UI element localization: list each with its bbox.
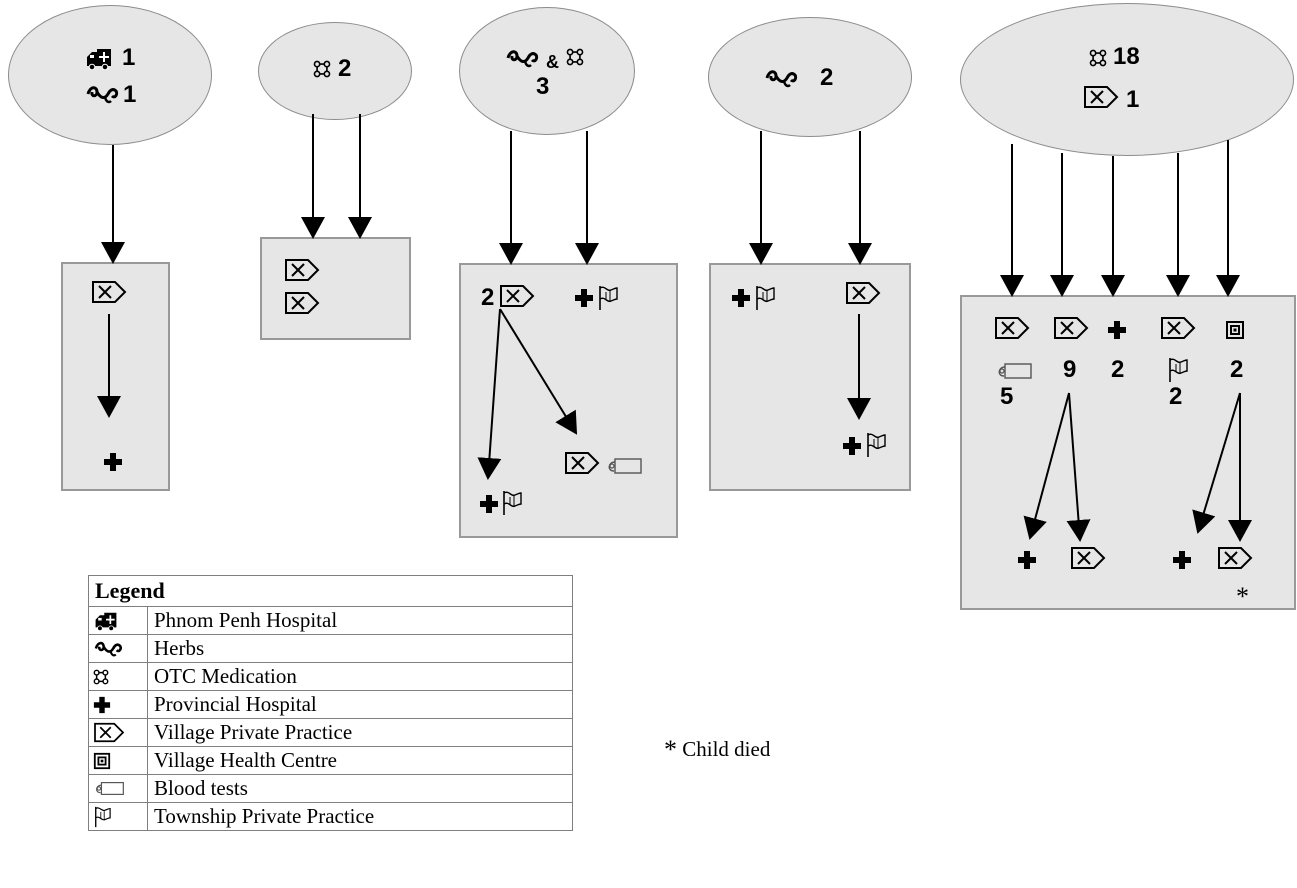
otc-medication-icon [1089,49,1107,67]
blood-tests-icon [605,456,643,476]
herbs-icon [85,83,119,105]
ellipse-count: 2 [820,64,834,91]
ellipse-ampersand: & [546,52,559,72]
legend-label: OTC Medication [147,662,573,691]
provincial-hospital-icon [1107,320,1127,340]
box-count: 2 [481,284,495,311]
cluster-2-box [260,237,411,340]
arrow [499,308,578,435]
herbs-icon [505,47,539,69]
village-health-centre-icon [93,752,111,770]
village-private-practice-icon [994,316,1030,340]
legend-row: Village Private Practice [88,718,573,747]
box-count: 2 [1230,356,1244,383]
child-died-marker: * [1236,582,1249,611]
legend-label: Blood tests [147,774,573,803]
otc-medication-icon [566,48,584,66]
provincial-hospital-icon [1172,550,1192,570]
legend-row: Township Private Practice [88,802,573,831]
box-count: 2 [1111,356,1125,383]
phnom-penh-hospital-icon [93,610,119,631]
blood-tests-icon [995,361,1033,381]
legend-row: Phnom Penh Hospital [88,606,573,635]
legend-row: Blood tests [88,774,573,803]
legend-label: Township Private Practice [147,802,573,831]
legend-label: Village Private Practice [147,718,573,747]
township-private-practice-icon [501,490,523,516]
cluster-3-box [459,263,678,538]
provincial-hospital-icon [574,288,594,308]
provincial-hospital-icon [93,696,111,714]
ellipse-count: 1 [122,44,136,71]
legend-title: Legend [88,575,573,607]
village-private-practice-icon [93,722,125,743]
legend-row: Village Health Centre [88,746,573,775]
village-private-practice-icon [91,280,127,304]
village-private-practice-icon [284,258,320,282]
herbs-icon [764,67,798,89]
cluster-4-ellipse [708,17,912,137]
village-private-practice-icon [1160,316,1196,340]
arrow [1066,392,1091,542]
cluster-2-ellipse [258,22,412,120]
legend-label: Herbs [147,634,573,663]
box-count: 9 [1063,356,1077,383]
village-private-practice-icon [1053,316,1089,340]
village-private-practice-icon [1070,546,1106,570]
township-private-practice-icon [1167,357,1189,383]
note-text: Child died [682,737,771,761]
herbs-icon [93,639,123,658]
note-symbol: * [664,735,677,764]
legend-row: Provincial Hospital [88,690,573,719]
village-private-practice-icon [284,291,320,315]
box-count: 5 [1000,383,1014,410]
phnom-penh-hospital-icon [84,46,114,70]
arrow [1023,392,1070,540]
provincial-hospital-icon [731,288,751,308]
legend-row: Herbs [88,634,573,663]
child-died-note: * Child died [664,735,770,765]
arrow [477,308,502,480]
township-private-practice-icon [93,806,112,828]
provincial-hospital-icon [842,436,862,456]
legend-label: Provincial Hospital [147,690,573,719]
village-private-practice-icon [564,451,600,475]
village-private-practice-icon [499,284,535,308]
village-private-practice-icon [1083,85,1119,109]
township-private-practice-icon [597,285,619,311]
otc-medication-icon [313,60,331,78]
village-private-practice-icon [845,281,881,305]
otc-medication-icon [93,669,109,685]
village-private-practice-icon [1217,546,1253,570]
legend-table: Legend Phnom Penh Hospital Herbs OTC Med… [88,575,573,831]
ellipse-count: 18 [1113,43,1140,70]
box-count: 2 [1169,383,1183,410]
ellipse-count: 3 [536,73,550,100]
cluster-5-ellipse [960,3,1294,156]
legend-label: Phnom Penh Hospital [147,606,573,635]
ellipse-count: 1 [123,81,137,108]
ellipse-count: 2 [338,55,352,82]
provincial-hospital-icon [1017,550,1037,570]
ellipse-count: 1 [1126,86,1140,113]
township-private-practice-icon [865,432,887,458]
township-private-practice-icon [754,285,776,311]
arrow [1192,392,1241,534]
cluster-3-ellipse [459,7,635,135]
blood-tests-icon [93,780,125,797]
village-health-centre-icon [1225,320,1245,340]
provincial-hospital-icon [103,452,123,472]
cluster-1-ellipse [8,5,212,145]
legend-label: Village Health Centre [147,746,573,775]
provincial-hospital-icon [479,494,499,514]
legend-row: OTC Medication [88,662,573,691]
